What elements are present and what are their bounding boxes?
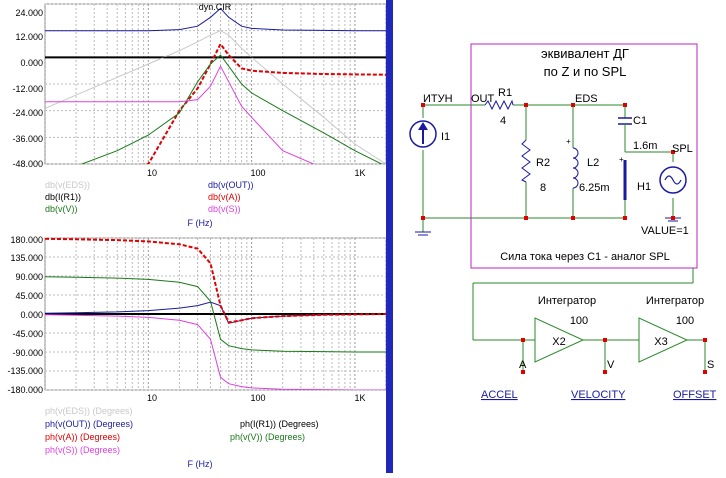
l2-plus-mark: + — [566, 137, 571, 146]
series-line — [45, 30, 386, 164]
label-c1: C1 — [633, 115, 647, 127]
label-i1: I1 — [441, 131, 450, 143]
bottom-y-tick: -180.000 — [7, 385, 43, 395]
legend-ph-v: ph(v(V)) (Degrees) — [230, 432, 305, 442]
bottom-y-tick: -45.000 — [12, 329, 43, 339]
label-int2-gain: 100 — [676, 315, 694, 327]
label-c1-value: 1.6m — [633, 140, 657, 152]
bottom-plot-series — [45, 238, 386, 390]
voltage-source-h1[interactable] — [659, 166, 687, 194]
legend-ph-s: ph(v(S)) (Degrees) — [45, 445, 120, 455]
label-r1-value: 4 — [500, 115, 506, 127]
legend-ph-eds: ph(v(EDS)) (Degrees) — [45, 406, 133, 416]
series-line — [80, 54, 383, 164]
current-source-i1[interactable] — [409, 120, 437, 148]
label-r1: R1 — [498, 87, 512, 99]
legend-ph-a: ph(v(A)) (Degrees) — [45, 432, 120, 442]
label-r2: R2 — [536, 157, 550, 169]
top-y-tick: 12.000 — [15, 32, 43, 42]
label-node-v: V — [607, 359, 615, 371]
inductor-l2[interactable] — [572, 147, 579, 189]
label-node-s: S — [707, 359, 714, 371]
top-y-tick: 24.000 — [15, 8, 43, 18]
resistor-r2[interactable] — [521, 139, 531, 183]
label-l2-value: 6.25m — [579, 182, 610, 194]
top-x-tick: 100 — [250, 168, 265, 178]
label-integrator-2: Интегратор — [646, 295, 704, 307]
ground-icon — [415, 231, 431, 236]
label-int1-gain: 100 — [570, 315, 588, 327]
analysis-plots-panel: dyn.CIR 24.000 12.000 0.000 -12.000 -24.… — [7, 2, 387, 469]
label-h1: H1 — [637, 181, 651, 193]
label-r2-value: 8 — [540, 182, 546, 194]
bottom-y-tick: -135.000 — [7, 366, 43, 376]
box-title-line2: по Z и по SPL — [544, 64, 627, 79]
legend-db-a: db(v(A)) — [208, 192, 241, 202]
integrator-x2[interactable] — [534, 317, 585, 363]
top-plot-series — [45, 7, 386, 164]
label-h1-value: VALUE=1 — [641, 225, 689, 237]
series-line — [45, 314, 386, 390]
top-y-tick: -48.000 — [12, 159, 43, 169]
label-integrator-1: Интегратор — [538, 295, 596, 307]
bottom-y-tick: -90.000 — [12, 348, 43, 358]
series-line — [141, 42, 386, 164]
top-y-tick: -24.000 — [12, 108, 43, 118]
legend-db-s: db(v(S)) — [208, 204, 241, 214]
series-line — [45, 7, 386, 32]
h1-plus-mark: + — [619, 155, 624, 164]
bottom-y-tick: 180.000 — [10, 235, 43, 245]
top-x-axis-label: F (Hz) — [188, 218, 213, 228]
series-line — [45, 238, 386, 324]
bottom-x-tick: 1K — [354, 393, 365, 403]
bottom-x-tick: 10 — [147, 393, 157, 403]
label-accel[interactable]: ACCEL — [481, 389, 518, 401]
top-y-tick: -12.000 — [12, 84, 43, 94]
label-node-spl: SPL — [672, 143, 693, 155]
label-source: ИТУН — [423, 93, 453, 105]
top-y-tick: -36.000 — [12, 134, 43, 144]
capacitor-c1[interactable] — [618, 117, 632, 140]
bottom-x-axis-label: F (Hz) — [188, 459, 213, 469]
resistor-r1[interactable] — [484, 99, 514, 111]
legend-db-r1: db(I(R1)) — [45, 192, 81, 202]
schematic-panel: + + — [393, 0, 726, 473]
label-offset[interactable]: OFFSET — [673, 389, 717, 401]
bottom-y-tick: 90.000 — [15, 272, 43, 282]
box-title-line1: эквивалент ДГ — [541, 46, 629, 61]
integrator-x3[interactable] — [638, 317, 689, 363]
legend-db-out: db(v(OUT)) — [208, 180, 254, 190]
legend-ph-out: ph(v(OUT)) (Degrees) — [45, 419, 133, 429]
box-caption: Сила тока через С1 - аналог SPL — [500, 251, 670, 263]
plots-svg: dyn.CIR 24.000 12.000 0.000 -12.000 -24.… — [7, 2, 387, 469]
series-line — [45, 276, 386, 353]
top-x-tick: 1K — [354, 168, 365, 178]
bottom-y-tick: 135.000 — [10, 253, 43, 263]
bottom-x-tick: 100 — [250, 393, 265, 403]
top-plot-grid — [44, 3, 387, 165]
label-l2: L2 — [587, 157, 599, 169]
node-dots — [421, 103, 707, 374]
legend-db-eds: db(v(EDS)) — [45, 180, 90, 190]
schematic-svg: + + — [409, 43, 717, 401]
label-x3: X3 — [654, 336, 667, 348]
label-node-out: OUT — [471, 93, 495, 105]
top-x-tick: 10 — [147, 168, 157, 178]
legend-db-v: db(v(V)) — [45, 204, 78, 214]
label-node-eds: EDS — [575, 93, 598, 105]
label-node-a: A — [519, 359, 527, 371]
top-plot-title: dyn.CIR — [199, 2, 232, 12]
top-y-tick: 0.000 — [20, 58, 43, 68]
label-x2: X2 — [552, 336, 565, 348]
bottom-y-tick: 0.000 — [20, 310, 43, 320]
bottom-y-tick: 45.000 — [15, 291, 43, 301]
legend-ph-r1: ph(I(R1)) (Degrees) — [240, 419, 319, 429]
equivalent-box — [470, 43, 698, 269]
series-line — [45, 65, 315, 164]
label-velocity[interactable]: VELOCITY — [571, 389, 626, 401]
panel-splitter[interactable] — [386, 0, 393, 473]
